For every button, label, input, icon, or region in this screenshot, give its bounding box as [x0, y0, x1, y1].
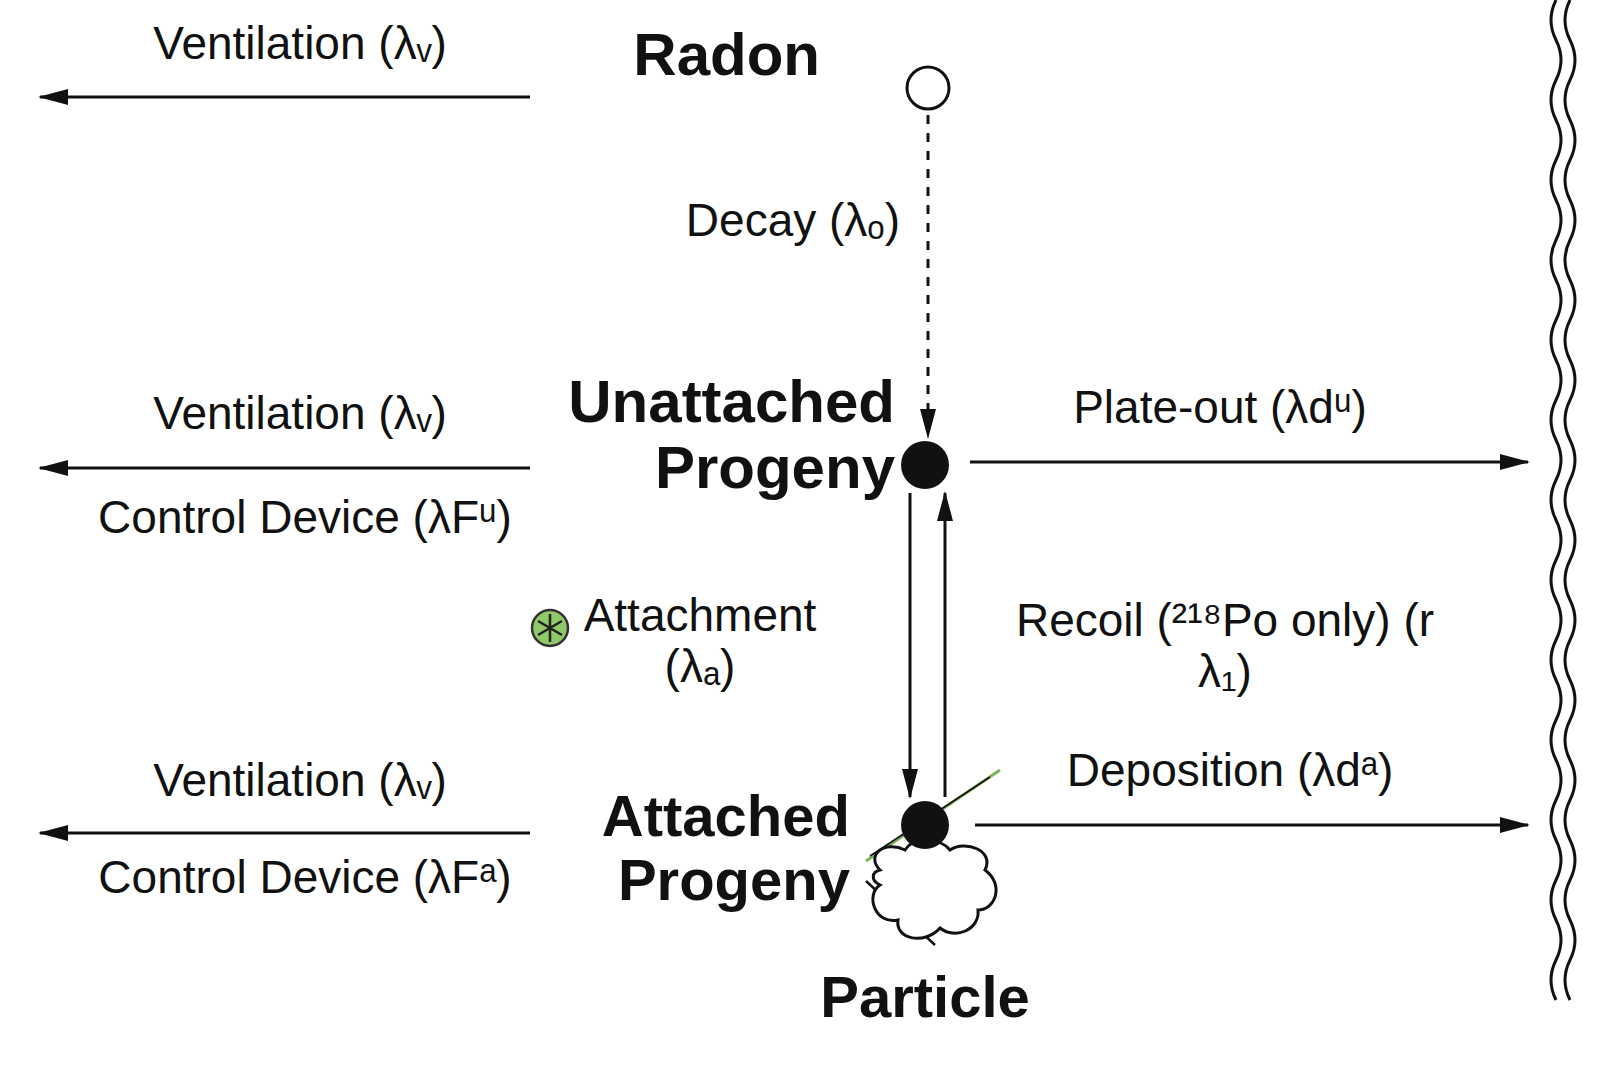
flow-arrow [970, 461, 1528, 464]
node-shape [904, 64, 952, 112]
node-label: Radon [633, 22, 820, 88]
progeny-dot [901, 441, 949, 489]
rate-label: Control Device (λFᵃ) [98, 852, 511, 903]
edge-label: Recoil (²¹⁸Po only) (r λ₁) [995, 595, 1455, 696]
flow-arrow [975, 824, 1528, 827]
annotation-icon [532, 610, 568, 646]
progeny-node: Unattached Progeny [900, 440, 950, 490]
wall-surface [1551, 0, 1561, 1000]
edge-label: Decay (λₒ) [686, 195, 900, 246]
transfer-arrow [909, 493, 912, 797]
node-shape [900, 440, 950, 490]
rate-label: Ventilation (λᵥ) [153, 18, 446, 69]
node-label: Attached Progeny [550, 784, 850, 912]
annotation-stroke [870, 777, 990, 856]
transfer-arrow [927, 115, 930, 437]
edge-label: Attachment (λₐ) [550, 590, 850, 691]
node-shape [860, 800, 1005, 950]
node-label: Particle [820, 965, 1030, 1029]
transfer-arrow [944, 493, 947, 797]
radon-atom [907, 67, 949, 109]
rate-label: Ventilation (λᵥ) [153, 755, 446, 806]
rate-label: Deposition (λdᵃ) [1067, 745, 1393, 796]
aerosol-particle [873, 840, 996, 938]
particle-node: Attached ProgenyParticle [860, 800, 1005, 950]
wall-surface [1565, 0, 1575, 1000]
progeny-dot [901, 801, 949, 849]
flow-arrow [40, 467, 530, 470]
progeny-node: Radon [904, 64, 952, 112]
flow-arrow [40, 832, 530, 835]
rate-label: Ventilation (λᵥ) [153, 388, 446, 439]
rate-label: Plate-out (λdᵘ) [1073, 382, 1367, 433]
node-label: Unattached Progeny [550, 369, 895, 501]
rate-label: Control Device (λFᵘ) [98, 492, 512, 543]
flow-arrow [40, 96, 530, 99]
